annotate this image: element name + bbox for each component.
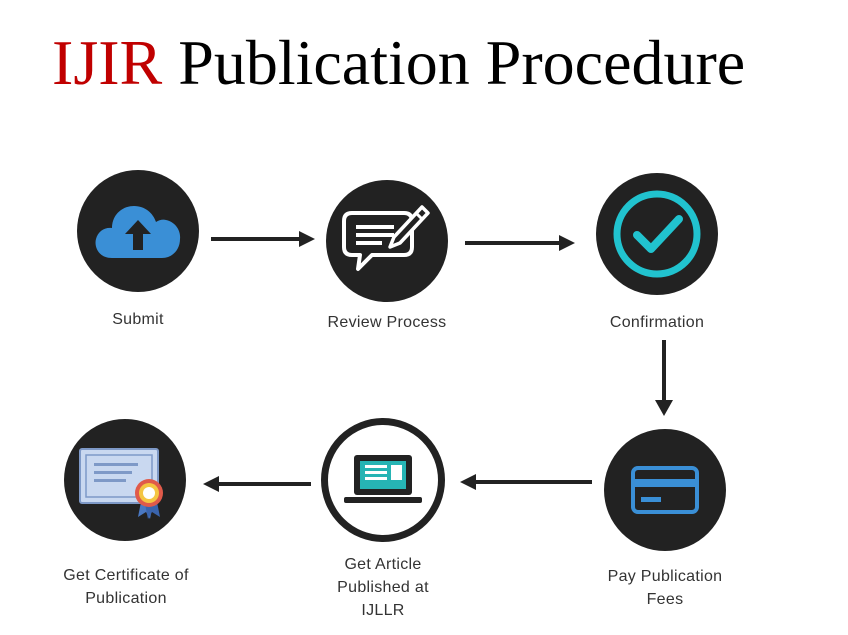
step-label: Confirmation <box>609 314 705 331</box>
title-acronym: IJIR <box>52 27 163 98</box>
step-label: Get Certificate of Publication <box>63 567 189 607</box>
step-circle <box>77 170 199 292</box>
step-circle <box>321 418 445 542</box>
arrow-left-icon <box>203 476 311 492</box>
credit-card-icon <box>631 466 699 514</box>
title-text: Publication Procedure <box>178 27 746 98</box>
laptop-icon <box>344 455 422 503</box>
arrow-right-icon <box>465 235 575 251</box>
arrow-down-icon <box>655 340 673 416</box>
page-title: IJIR Publication Procedure <box>52 26 745 100</box>
cloud-upload-icon <box>95 206 181 258</box>
arrow-left-icon <box>460 474 592 490</box>
step-circle <box>64 419 186 541</box>
chat-pencil-icon <box>342 205 430 271</box>
step-circle <box>326 180 448 302</box>
step-label: Review Process <box>327 314 447 331</box>
step-circle <box>604 429 726 551</box>
step-circle <box>596 173 718 295</box>
step-label: Pay Publication Fees <box>607 568 723 608</box>
step-label: Submit <box>112 311 164 328</box>
arrow-right-icon <box>211 231 315 247</box>
checkmark-icon <box>613 190 701 278</box>
step-label: Get Article Published at IJLLR <box>337 556 429 619</box>
certificate-icon <box>79 448 163 519</box>
